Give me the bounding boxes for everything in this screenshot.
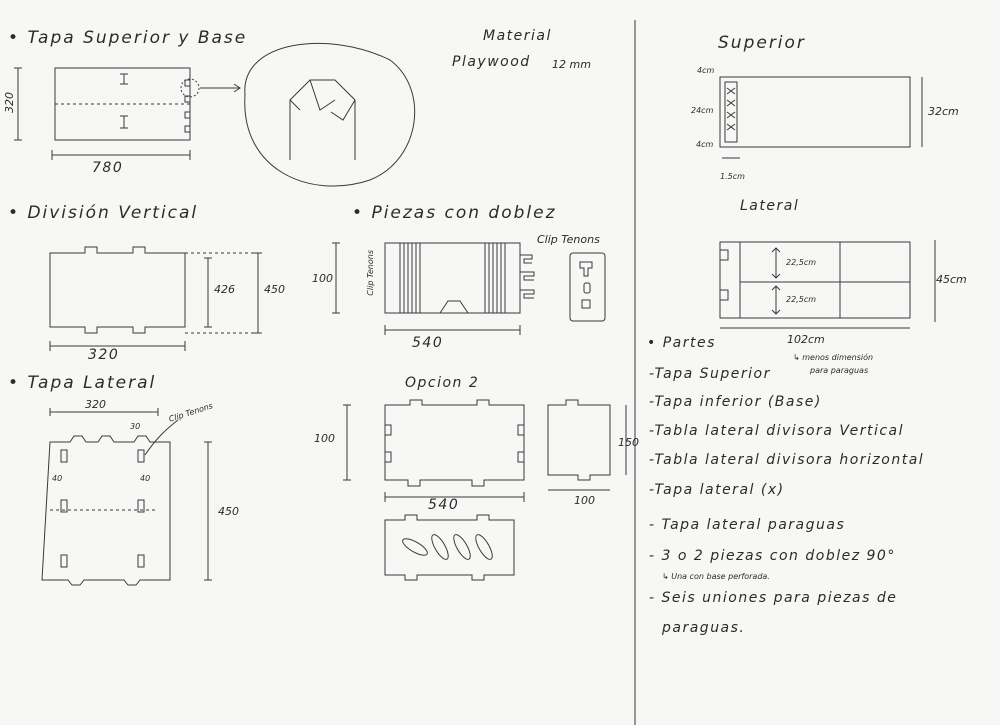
title-piezas-doblez: • Piezas con doblez <box>352 203 557 223</box>
dim-division-width: 320 <box>88 347 120 363</box>
dim-tapa-lateral-tab: 30 <box>130 422 141 431</box>
dim-superior-height: 32cm <box>928 105 959 118</box>
title-opcion2: Opcion 2 <box>405 375 480 391</box>
dim-superior-d2: 24cm <box>691 106 714 115</box>
label-piezas-clip-left: Clip Tenons <box>366 250 375 296</box>
title-division-vertical: • División Vertical <box>8 203 199 223</box>
partes-title: • Partes <box>647 335 716 351</box>
partes-item: - Tapa lateral paraguas <box>649 517 846 533</box>
dim-lateral-h2: 22,5cm <box>786 295 817 304</box>
partes-item: - 3 o 2 piezas con doblez 90° <box>649 548 896 564</box>
material-thickness: 12 mm <box>552 58 591 71</box>
dim-tapa-superior-width: 780 <box>92 160 124 176</box>
partes-subnote: ↳ Una con base perforada. <box>662 572 770 581</box>
partes-item: -Tabla lateral divisora horizontal <box>649 452 925 468</box>
tapa-superior-base-drawing <box>14 43 416 187</box>
dim-piezas-width: 540 <box>412 335 444 351</box>
dim-division-inner-height: 426 <box>214 283 235 296</box>
title-lateral: Lateral <box>740 198 800 214</box>
title-tapa-lateral: • Tapa Lateral <box>8 373 157 393</box>
dim-opcion2-height: 100 <box>314 432 335 445</box>
dim-opcion2-side-height: 150 <box>618 436 639 449</box>
dim-tapa-lateral-margin-right: 40 <box>140 474 151 483</box>
partes-item: -Tapa inferior (Base) <box>649 394 822 410</box>
material-label: Material <box>483 28 552 44</box>
dim-tapa-lateral-margin-left: 40 <box>52 474 63 483</box>
dim-superior-d3: 4cm <box>696 140 714 149</box>
superior-drawing <box>719 76 923 159</box>
dim-division-outer-height: 450 <box>264 283 285 296</box>
title-superior: Superior <box>718 33 806 53</box>
title-tapa-superior-base: • Tapa Superior y Base <box>8 28 248 48</box>
partes-item: paraguas. <box>662 620 746 636</box>
dim-lateral-length: 102cm <box>787 333 825 346</box>
dim-lateral-h1: 22,5cm <box>786 258 817 267</box>
dim-lateral-height: 45cm <box>936 273 967 286</box>
tapa-lateral-drawing <box>41 408 212 586</box>
partes-item: -Tapa Superior <box>649 366 771 382</box>
partes-item: -Tapa lateral (x) <box>649 482 785 498</box>
dim-tapa-lateral-width: 320 <box>85 398 106 411</box>
dim-superior-d4: 1.5cm <box>720 172 745 181</box>
dim-superior-d1: 4cm <box>697 66 715 75</box>
partes-item: - Seis uniones para piezas de <box>649 590 898 606</box>
note-lateral-line1: ↳ menos dimensión <box>793 353 874 362</box>
label-piezas-clip-right: Clip Tenons <box>537 233 600 246</box>
opcion2-drawing <box>343 399 627 581</box>
lateral-drawing <box>719 240 936 329</box>
material-value: Playwood <box>452 54 531 70</box>
piezas-doblez-drawing <box>332 242 606 335</box>
partes-item: -Tabla lateral divisora Vertical <box>649 423 905 439</box>
note-lateral-line2: para paraguas <box>810 366 869 375</box>
dim-opcion2-side-width: 100 <box>574 494 595 507</box>
dim-piezas-height: 100 <box>312 272 333 285</box>
dim-opcion2-width: 540 <box>428 497 460 513</box>
division-vertical-drawing <box>49 246 262 351</box>
dim-tapa-superior-height: 320 <box>3 92 16 113</box>
dim-tapa-lateral-height: 450 <box>218 505 239 518</box>
